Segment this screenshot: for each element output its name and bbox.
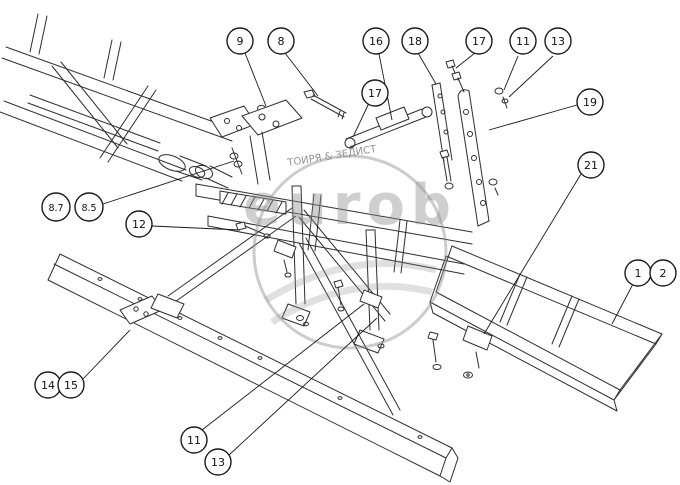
callout-15: 15 (57, 329, 131, 399)
callout-1: 1 (611, 259, 652, 325)
svg-text:2: 2 (660, 267, 667, 280)
svg-text:15: 15 (64, 379, 78, 392)
svg-text:1: 1 (635, 267, 642, 280)
svg-text:17: 17 (368, 87, 382, 100)
callout-8: 8 (267, 27, 319, 97)
callout-8-5: 8.5 (74, 160, 235, 222)
top-link-mast-drawing (344, 59, 509, 227)
svg-text:11: 11 (516, 35, 530, 48)
svg-text:17: 17 (472, 35, 486, 48)
svg-text:16: 16 (369, 35, 383, 48)
watermark-ring (252, 154, 448, 350)
watermark-band (270, 282, 433, 325)
svg-text:11: 11 (187, 434, 201, 447)
watermark-text: eurob (243, 173, 457, 238)
callout-13-top: 13 (508, 27, 572, 98)
callout-18: 18 (401, 27, 437, 85)
callout-21: 21 (483, 151, 605, 335)
right-frame-drawing (427, 245, 663, 412)
svg-text:8.5: 8.5 (81, 203, 96, 214)
watermark-band (264, 259, 437, 303)
callout-13-bottom: 13 (204, 317, 378, 476)
svg-text:13: 13 (551, 35, 565, 48)
toolbar-drawing (47, 253, 459, 483)
callout-17-mid: 17 (352, 79, 389, 138)
callout-17-top: 17 (455, 27, 493, 69)
svg-text:8.7: 8.7 (48, 203, 63, 214)
svg-text:13: 13 (211, 456, 225, 469)
svg-text:14: 14 (41, 379, 55, 392)
svg-text:18: 18 (408, 35, 422, 48)
callout-19: 19 (488, 88, 604, 131)
svg-text:19: 19 (583, 96, 597, 109)
main-beam-drawing (194, 164, 473, 275)
upper-left-section-drawing (0, 13, 257, 182)
svg-text:12: 12 (132, 218, 146, 231)
watermark: ТОИРЯ & ЗЕДИСТ eurob (243, 144, 457, 350)
callout-14: 14 (34, 371, 62, 399)
callout-8-7: 8.7 (41, 192, 71, 222)
callout-16: 16 (362, 27, 393, 121)
callouts: 9 8 16 18 17 11 (34, 27, 677, 476)
svg-text:8: 8 (278, 35, 285, 48)
callout-12: 12 (125, 210, 241, 238)
hitch-linkage-drawing (229, 89, 347, 185)
callout-11-top: 11 (503, 27, 537, 91)
callout-2: 2 (649, 259, 677, 287)
frame-drawing (0, 13, 663, 483)
svg-text:21: 21 (584, 159, 598, 172)
callout-9: 9 (226, 27, 267, 107)
brace-drawing (150, 185, 401, 416)
callout-11-bottom: 11 (180, 303, 365, 454)
svg-text:9: 9 (237, 35, 244, 48)
